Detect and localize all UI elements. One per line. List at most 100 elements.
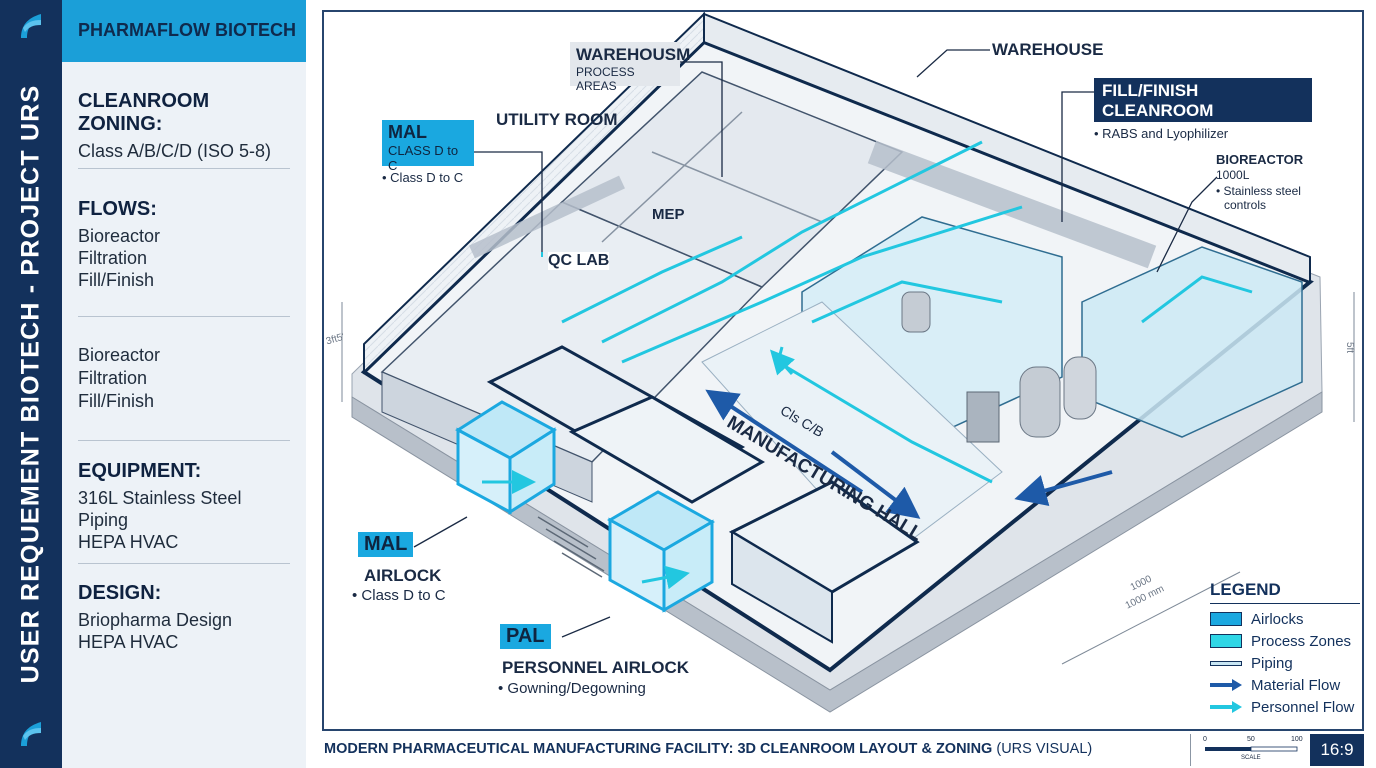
legend-label: Material Flow [1251,676,1341,694]
dimension-lines [341,292,1355,665]
airlock-bullet: • Class D to C [352,587,446,604]
mal-top-sublabel: CLASS D to C [388,143,459,173]
caption-suffix: (URS VISUAL) [992,741,1093,757]
mal-top-label: MAL [388,122,427,142]
cleanroom-module-wall [731,530,833,644]
flows-list-section: Bioreactor Filtration Fill/Finish [78,344,292,412]
scale-bar: 0 50 100 SCALE [1190,734,1310,766]
scale-label: SCALE [1241,755,1261,761]
bioreactor-volume: 1000L [1216,168,1250,182]
wall-partition [651,151,823,223]
divider [78,440,290,441]
bioreactor-bullet: • Stainless steel [1216,184,1301,198]
title-band: USER REQUEMENT BIOTECH - PROJECT URS [0,0,62,768]
back-wall-right [703,12,1311,284]
material-flow-arrow [705,389,864,494]
bioreactor-tank [1019,366,1061,438]
section-heading: DESIGN: [78,582,162,604]
company-name: PHARMAFLOW BIOTECH [62,0,306,62]
material-flow-arrow [1014,470,1113,506]
section-line: Briopharma Design [78,610,233,630]
stairs [537,516,605,578]
aspect-ratio-badge: 16:9 [1310,734,1364,766]
section-heading: FLOWS: [78,198,157,220]
legend-label: Personnel Flow [1251,698,1355,716]
section-line: Fill/Finish [78,391,155,411]
section-line: 316L Stainless Steel Piping [78,488,242,530]
diagram-frame: WAREHOUSM PROCESS AREAS WAREHOUSE UTILIT… [322,10,1364,731]
qc-lab-label: QC LAB [548,252,610,270]
material-flow-arrow-icon [1210,679,1242,691]
figure-caption: MODERN PHARMACEUTICAL MANUFACTURING FACI… [324,741,1092,757]
airlock-label: AIRLOCK [364,566,442,585]
divider [78,316,290,317]
dimension-right: 5ft [1344,341,1356,354]
airlocks-swatch [1210,612,1242,626]
legend-item-personnel-flow: Personnel Flow [1210,696,1360,718]
design-section: DESIGN: Briopharma Design HEPA HVAC [78,582,292,653]
mal-top-callout: MAL CLASS D to C [382,120,474,173]
scale-tick: 0 [1203,736,1207,743]
airlock-room [568,395,765,504]
section-line: Bioreactor [78,226,161,246]
legend: LEGEND Airlocks Process Zones Piping Mat… [1210,580,1360,718]
equipment-section: EQUIPMENT: 316L Stainless Steel Piping H… [78,460,292,553]
fill-finish-sublabel: CLASS B/A, Highest hygiene) [1102,121,1274,136]
pal-airlock-tag: PAL [500,624,551,649]
legend-label: Process Zones [1251,632,1352,650]
rabs-note: • RABS and Lyophilizer [1094,126,1229,141]
section-line: Filtration [78,368,148,388]
piping-swatch [1210,660,1242,666]
legend-item-airlocks: Airlocks [1210,608,1360,630]
process-areas-label: PROCESS AREAS [576,65,635,93]
legend-title: LEGEND [1210,580,1360,604]
hvac-duct [867,140,1157,269]
fill-finish-label: FILL/FINISH CLEANROOM [1102,81,1214,120]
scale-tick: 50 [1247,736,1255,743]
mep-label: MEP [652,206,685,223]
process-vessel [901,291,931,333]
legend-item-piping: Piping [1210,652,1360,674]
scale-tick: 100 [1291,736,1303,743]
legend-label: Airlocks [1251,610,1304,628]
legend-item-process-zones: Process Zones [1210,630,1360,652]
warehousm-callout: WAREHOUSM PROCESS AREAS [570,42,691,93]
brand-logo-icon [21,14,41,38]
personnel-flow-arrow-icon [1210,701,1242,713]
brand-logo-icon [21,722,41,746]
legend-label: Piping [1251,654,1293,672]
section-heading: EQUIPMENT: [78,460,202,482]
section-heading: CLEANROOM ZONING: [78,90,210,135]
wall-partition [601,111,743,243]
control-panel [966,391,1000,443]
bioreactor-bullet: controls [1224,198,1267,212]
section-line: Bioreactor [78,345,161,365]
flows-section: FLOWS: Bioreactor Filtration Fill/Finish [78,198,292,291]
bioreactor-label: BIOREACTOR [1216,152,1304,167]
section-line: Fill/Finish [78,270,155,290]
fill-finish-callout: FILL/FINISH CLEANROOM CLASS B/A, Highest… [1094,78,1312,136]
divider [78,563,290,564]
personnel-airlock-label: PERSONNEL AIRLOCK [502,658,690,677]
mal-airlock-tag: MAL [358,532,414,557]
personnel-flow-arrow [769,349,795,376]
divider [78,168,290,169]
section-line: HEPA HVAC [78,632,179,652]
material-flow-arrow [830,450,921,519]
warehouse-label: WAREHOUSE [992,40,1104,59]
caption-main: MODERN PHARMACEUTICAL MANUFACTURING FACI… [324,741,993,757]
section-line: Filtration [78,248,148,268]
project-title: USER REQUEMENT BIOTECH - PROJECT URS [16,84,45,684]
callout-leaders [413,49,1218,638]
hvac-duct [469,175,625,259]
personnel-flow-arrow [641,565,690,590]
cleanroom-zoning-section: CLEANROOM ZONING: Class A/B/C/D (ISO 5-8… [78,90,292,162]
legend-item-material-flow: Material Flow [1210,674,1360,696]
process-piping [561,140,1253,364]
sidebar: PHARMAFLOW BIOTECH CLEANROOM ZONING: Cla… [62,0,306,768]
gowning-bullet: • Gowning/Degowning [498,680,646,697]
scale-bar-graphic [1205,746,1298,752]
warehousm-label: WAREHOUSM [576,45,691,64]
section-line: HEPA HVAC [78,532,179,552]
utility-room-label: UTILITY ROOM [496,110,618,129]
